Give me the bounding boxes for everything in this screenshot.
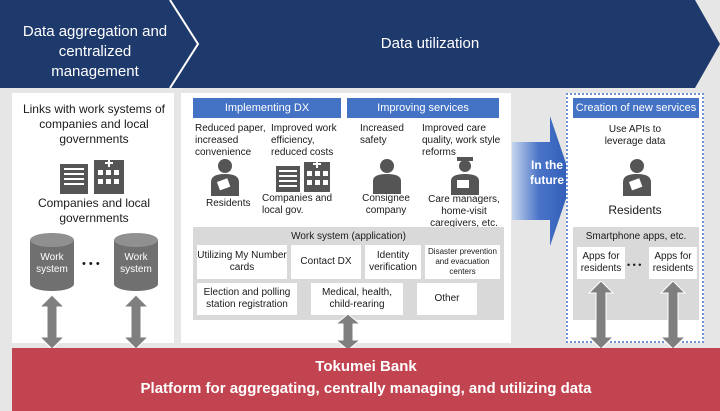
entity-label: Companies and local governments — [37, 196, 151, 225]
app-box: Other — [417, 283, 477, 315]
actor-label: Companies and local gov. — [262, 193, 333, 216]
apps-ellipsis: • • • — [627, 260, 642, 270]
footer-subtitle: Platform for aggregating, centrally mana… — [140, 380, 592, 397]
double-arrow-icon — [122, 295, 150, 349]
resident-app-box: Apps for residents — [649, 247, 697, 279]
building-icon — [276, 160, 330, 192]
footer-title: Tokumei Bank — [315, 358, 417, 375]
app-box: Disaster prevention and evacuation cente… — [425, 245, 500, 279]
smartphone-apps-title: Smartphone apps, etc. — [585, 231, 687, 242]
benefit-text: Reduced paper, increased convenience — [195, 123, 266, 158]
left-ellipsis: • • • — [82, 258, 100, 270]
caregiver-person-icon — [451, 157, 479, 195]
banner-right-title: Data utilization — [380, 35, 480, 52]
header-improving-services: Improving services — [347, 98, 499, 118]
actor-label: Residents — [206, 198, 251, 209]
work-system-cylinder — [114, 233, 158, 291]
actor-label: Care managers, home-visit caregivers, et… — [428, 194, 500, 229]
api-text: Use APIs to leverage data — [604, 124, 666, 147]
double-arrow-icon — [334, 314, 362, 350]
benefit-text: Improved care quality, work style reform… — [422, 123, 501, 158]
benefit-text: Improved work efficiency, reduced costs — [271, 123, 337, 158]
left-panel — [12, 93, 174, 343]
cylinder-label-a: Work system — [36, 252, 68, 275]
building-icon — [60, 159, 124, 194]
actor-label: Consignee company — [362, 193, 410, 216]
header-implementing-dx: Implementing DX — [193, 98, 341, 118]
app-box: Contact DX — [291, 245, 361, 279]
app-box: Medical, health, child-rearing — [311, 283, 403, 315]
platform-footer: Tokumei Bank Platform for aggregating, c… — [12, 348, 720, 411]
double-arrow-icon — [659, 281, 687, 349]
banner-left-title: Data aggregation and centralized managem… — [22, 23, 168, 80]
work-system-title: Work system (application) — [291, 231, 406, 242]
app-box: Election and polling station registratio… — [197, 283, 297, 315]
app-box: Utilizing My Number cards — [197, 245, 287, 279]
header-new-services: Creation of new services — [573, 98, 699, 118]
double-arrow-icon — [38, 295, 66, 349]
work-system-cylinder — [30, 233, 74, 291]
resident-person-icon — [623, 159, 651, 196]
resident-app-box: Apps for residents — [577, 247, 625, 279]
future-arrow — [512, 116, 572, 246]
resident-person-icon — [211, 159, 239, 196]
residents-label: Residents — [608, 203, 662, 217]
links-text: Links with work systems of companies and… — [22, 102, 166, 146]
benefit-text: Increased safety — [360, 123, 404, 146]
cylinder-label-b: Work system — [120, 252, 152, 275]
banner-arrows — [0, 0, 720, 88]
app-box: Identity verification — [365, 245, 421, 279]
consignee-person-icon — [373, 159, 401, 194]
future-arrow-label: In the future — [530, 158, 564, 187]
double-arrow-icon — [587, 281, 615, 349]
